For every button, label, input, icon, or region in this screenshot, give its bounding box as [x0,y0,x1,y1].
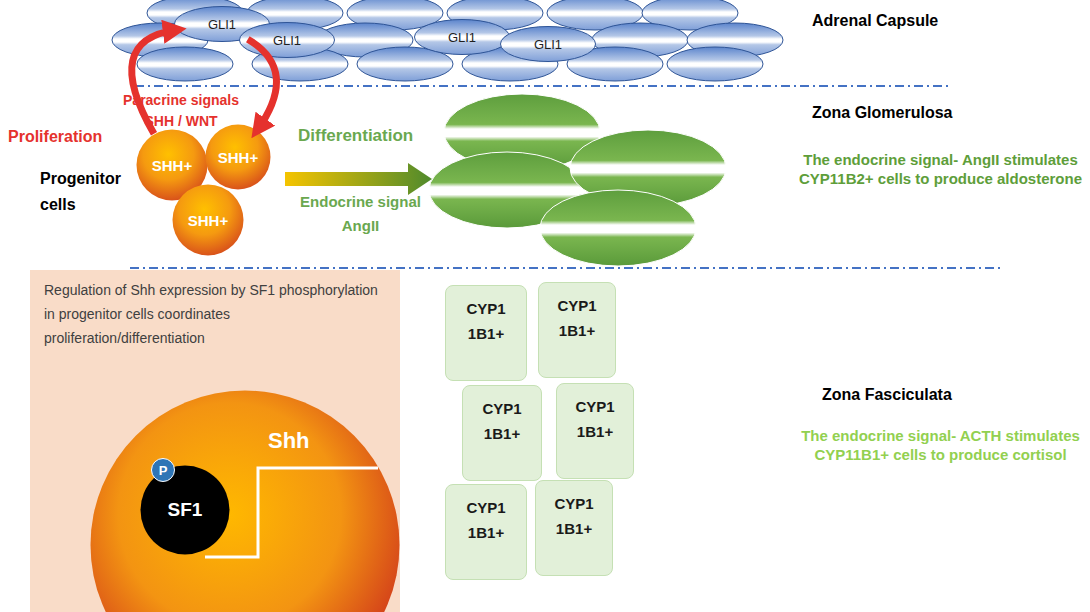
node-text: CYP1 1B1+ [460,296,512,346]
zone-note: The endocrine signal- AngII stimulates C… [793,150,1088,188]
phospho-mark: P [151,458,175,482]
signal-label: Endocrine signal AngII [288,190,433,238]
node-text: GLI1 [273,33,301,48]
signal-arrow [248,39,277,130]
capsule-cell [137,47,233,81]
node-text: GLI1 [208,17,236,32]
progenitor-cell: SHH+ [205,124,271,190]
zg-cell [540,190,696,266]
node-text: SHH+ [188,212,228,229]
node-outline [90,390,400,612]
node-shape [141,466,230,555]
gli1-cell: GLI1 [500,26,596,62]
edge-label: Paracrine signals SHH / WNT [110,90,252,132]
zone-title: Zona Glomerulosa [812,104,1032,122]
gli1-cell: GLI1 [239,22,335,58]
node-text: CYP1 1B1+ [460,495,512,545]
zf-cell: CYP1 1B1+ [556,383,634,479]
gli1-cell: GLI1 [414,19,510,55]
node-text: CYP1 1B1+ [476,396,528,446]
node-shape [173,185,244,256]
capsule-cells [112,0,783,81]
node-shape [501,27,596,62]
signal-arrow [132,30,177,134]
node-text: CYP1 1B1+ [548,491,600,541]
node-shape [91,391,400,612]
node-text: Shh [268,428,310,454]
zg-cells [429,94,726,266]
zf-cell: CYP1 1B1+ [445,484,527,580]
node-text: SF1 [168,499,203,521]
node-text: Regulation of Shh expression by SF1 phos… [44,278,384,350]
capsule-cell [667,47,763,81]
cell-label: Progenitor cells [40,166,135,218]
zone-boundary [130,267,1000,269]
node-text: GLI1 [448,30,476,45]
process-label: Differentiation [298,126,458,146]
zf-cell: CYP1 1B1+ [538,282,616,378]
zone-note: The endocrine signal- ACTH stimulates CY… [793,426,1088,464]
node-text: SHH+ [218,149,258,166]
node-text: CYP1 1B1+ [551,293,603,343]
edge-label: Proliferation [8,128,123,146]
note-box: Regulation of Shh expression by SF1 phos… [30,270,400,612]
node-text: CYP1 1B1+ [569,394,621,444]
differentiation-arrow [285,163,432,195]
zone-title: Adrenal Capsule [812,12,1032,30]
node-text: GLI1 [534,37,562,52]
zone-boundary [135,85,950,87]
zf-cell: CYP1 1B1+ [462,385,542,481]
zone-title: Zona Fasciculata [822,386,1042,404]
node-shape [415,20,510,55]
zf-cell: CYP1 1B1+ [445,285,527,381]
zf-cell: CYP1 1B1+ [535,480,613,576]
node-text: SHH+ [152,157,192,174]
sf1-factor: SF1 [140,465,230,555]
node-shape [240,23,335,58]
node-shape [152,459,175,482]
progenitor-cell-large: ShhSF1 P [90,390,400,612]
progenitor-cell: SHH+ [172,184,244,256]
node-shape [206,125,271,190]
gene-line [205,468,378,557]
node-text: P [159,463,168,478]
